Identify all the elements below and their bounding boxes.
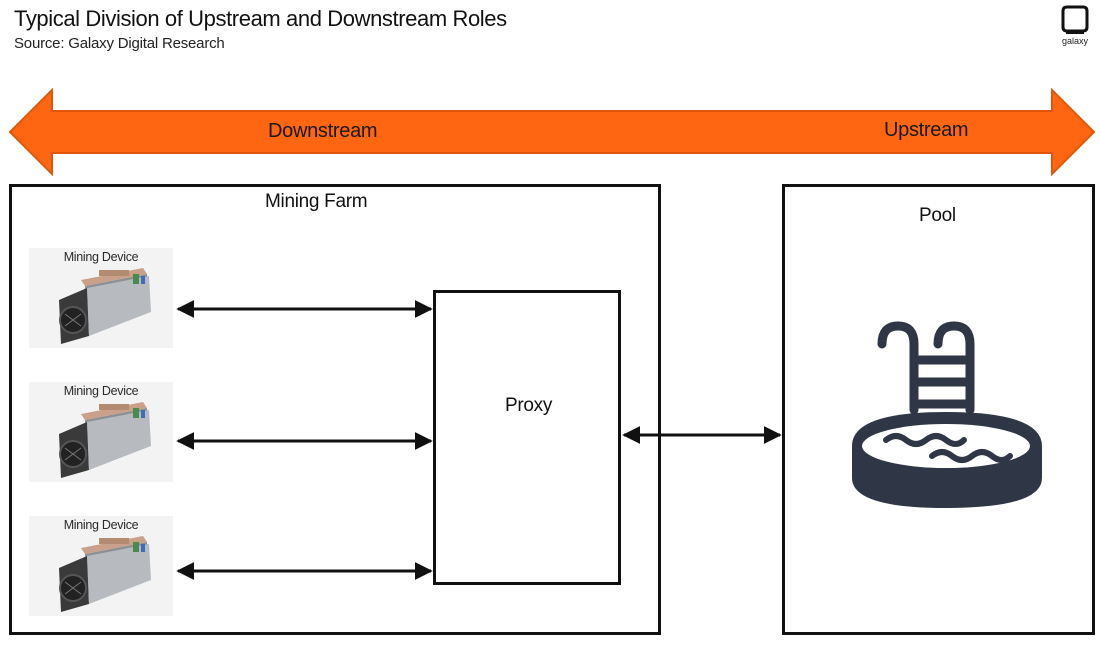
mining-device-label: Mining Device [63,518,139,532]
downstream-label: Downstream [268,120,378,142]
mining-device-2: Mining Device [29,382,173,482]
swimming-pool-icon [852,321,1042,508]
proxy-box [433,290,621,585]
proxy-label: Proxy [505,395,553,416]
pool-label: Pool [919,205,956,226]
mining-device-label: Mining Device [63,384,139,398]
logo-text: galaxy [1061,36,1088,46]
mining-device-3: Mining Device [29,516,173,616]
page-subtitle: Source: Galaxy Digital Research [14,35,225,52]
mining-farm-label: Mining Farm [265,191,368,212]
mining-device-1: Mining Device [29,248,173,348]
double-headed-arrow-shape [8,87,1096,177]
pool-box [782,184,1095,635]
upstream-label: Upstream [884,119,969,141]
mining-device-icon [59,402,151,478]
mining-device-label: Mining Device [63,250,139,264]
direction-arrow [8,87,1096,177]
mining-device-icon [59,536,151,612]
mining-device-icon [59,268,151,344]
galaxy-logo-icon [1061,5,1089,34]
galaxy-logo: galaxy [1058,4,1092,48]
page-title: Typical Division of Upstream and Downstr… [14,6,507,31]
